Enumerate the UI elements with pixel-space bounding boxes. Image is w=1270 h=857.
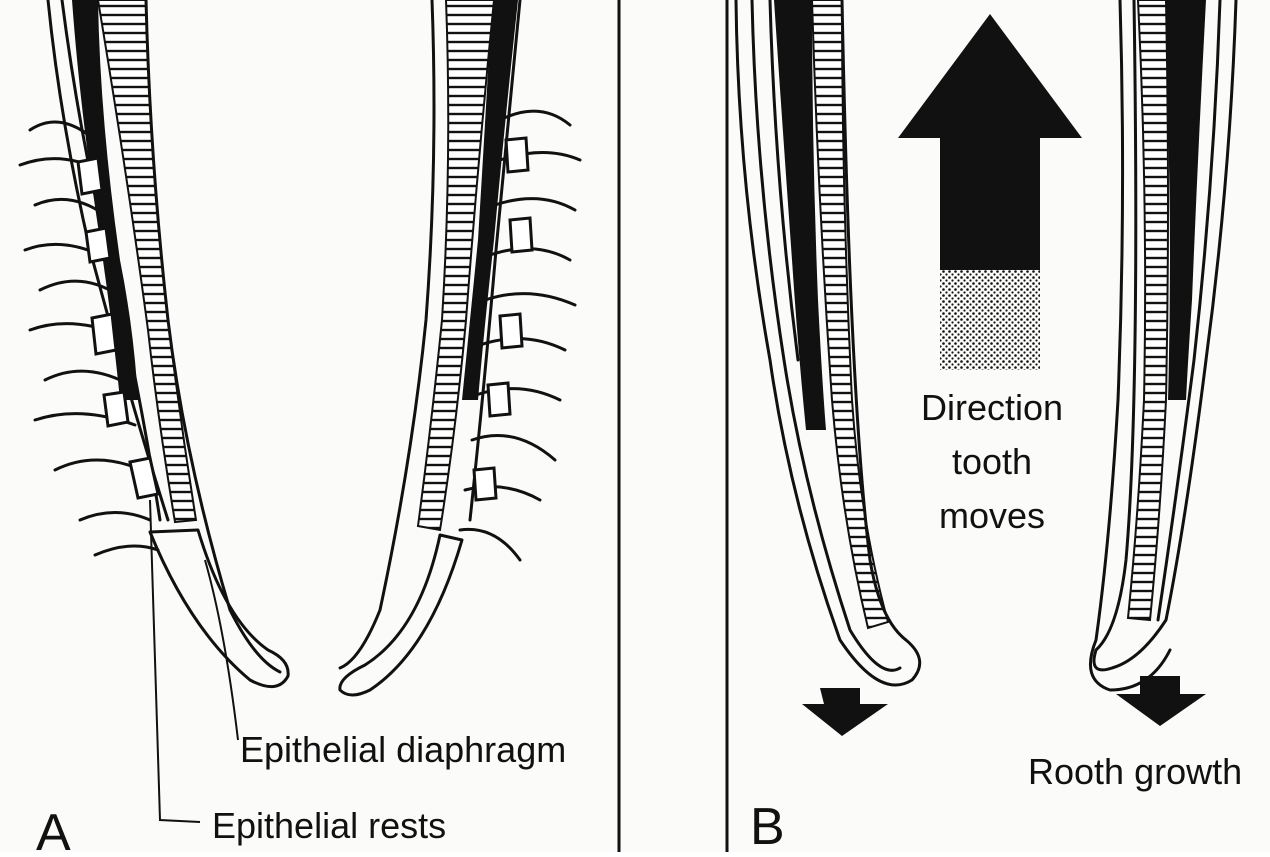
panel-a: Epithelial diaphragm Epithelial rests A — [20, 0, 580, 852]
label-epithelial-rests: Epithelial rests — [212, 805, 446, 846]
direction-arrow-head — [898, 14, 1082, 270]
root-growth-arrow-left — [802, 688, 888, 736]
direction-arrow-stipple — [940, 270, 1040, 370]
label-direction-line3: moves — [939, 495, 1045, 536]
panel-letter-a: A — [36, 804, 71, 852]
label-direction-line2: tooth — [952, 441, 1032, 482]
panel-letter-b: B — [750, 798, 785, 852]
direction-arrow — [898, 14, 1082, 370]
label-root-growth: Rooth growth — [1028, 751, 1242, 792]
root-growth-arrow-right — [1116, 676, 1206, 726]
panel-a-right-root — [340, 0, 520, 695]
label-epithelial-diaphragm: Epithelial diaphragm — [240, 729, 566, 770]
panel-b: Direction tooth moves Rooth growth B — [736, 0, 1242, 852]
panel-a-left-root — [48, 0, 288, 687]
dentin-hatching — [812, 0, 888, 628]
panel-b-left-root — [736, 0, 920, 685]
leader-line-diaphragm — [205, 560, 238, 740]
diaphragm-right — [340, 535, 462, 695]
panel-b-right-root — [1090, 0, 1236, 690]
label-direction-line1: Direction — [921, 387, 1063, 428]
